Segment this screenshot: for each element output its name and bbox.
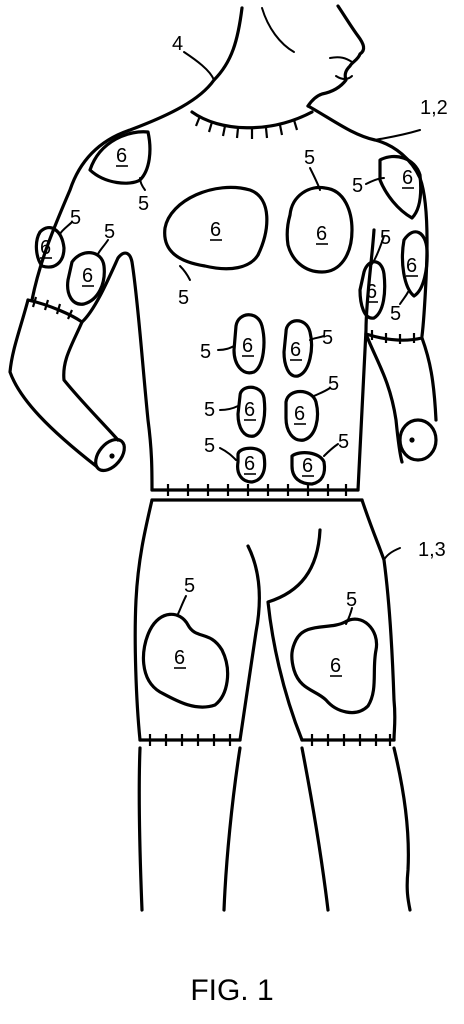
label-region: 5 xyxy=(352,175,363,197)
pad-label-underlines xyxy=(40,165,418,677)
label-region: 5 xyxy=(178,287,189,309)
label-pad: 6 xyxy=(116,145,127,167)
label-region: 5 xyxy=(70,207,81,229)
pad-abs-2-right xyxy=(284,389,320,442)
reference-labels: 4 1,2 1,3 5 5 5 5 5 5 5 5 5 5 5 5 5 5 5 … xyxy=(40,33,448,677)
label-pad: 6 xyxy=(242,335,253,357)
label-region: 5 xyxy=(338,431,349,453)
label-pad: 6 xyxy=(244,453,255,475)
label-pad: 6 xyxy=(294,403,305,425)
figure-caption: FIG. 1 xyxy=(190,974,273,1007)
pad-thigh-left xyxy=(141,612,230,709)
label-pad: 6 xyxy=(302,455,313,477)
label-pad: 6 xyxy=(40,237,51,259)
label-region: 5 xyxy=(200,341,211,363)
pad-elbow-left xyxy=(66,251,106,306)
label-region: 5 xyxy=(138,193,149,215)
label-region: 5 xyxy=(204,435,215,457)
label-region: 5 xyxy=(322,327,333,349)
pad-abs-1-left xyxy=(232,313,266,375)
pad-abs-1-right xyxy=(282,319,314,378)
label-region: 5 xyxy=(304,147,315,169)
label-pad: 6 xyxy=(330,655,341,677)
right-arm xyxy=(364,332,438,464)
pad-regions xyxy=(34,130,429,715)
label-region: 5 xyxy=(184,575,195,597)
pad-arm-right xyxy=(400,230,429,298)
pad-shoulder-right xyxy=(378,154,423,220)
label-pad: 6 xyxy=(290,339,301,361)
leader-lines xyxy=(59,51,421,625)
label-region: 5 xyxy=(346,589,357,611)
pad-abs-3-left xyxy=(236,446,267,484)
label-pad: 6 xyxy=(402,167,413,189)
label-pad: 6 xyxy=(406,255,417,277)
pad-arm-left xyxy=(34,226,66,269)
pad-shoulder-left xyxy=(88,130,152,185)
leg-hem-ticks xyxy=(148,734,392,746)
label-region: 5 xyxy=(390,303,401,325)
label-region: 5 xyxy=(380,227,391,249)
label-pad: 6 xyxy=(82,265,93,287)
head-outline xyxy=(212,4,366,108)
label-pad: 6 xyxy=(316,223,327,245)
pad-elbow-right xyxy=(358,260,387,320)
label-upper-garment: 1,2 xyxy=(420,97,448,119)
pad-chest-right xyxy=(285,185,354,274)
lower-garment xyxy=(133,498,412,912)
label-pad: 6 xyxy=(244,399,255,421)
label-lower-garment: 1,3 xyxy=(418,539,446,561)
label-pad: 6 xyxy=(210,219,221,241)
label-pad: 6 xyxy=(174,647,185,669)
pad-abs-3-right xyxy=(290,451,327,486)
pad-chest-left xyxy=(163,185,269,271)
collar-ticks xyxy=(194,115,299,139)
label-region: 5 xyxy=(328,373,339,395)
label-pad: 6 xyxy=(366,281,377,303)
label-neck: 4 xyxy=(172,33,183,55)
pad-abs-2-left xyxy=(236,385,267,438)
label-region: 5 xyxy=(104,221,115,243)
label-region: 5 xyxy=(204,399,215,421)
seam-ticks xyxy=(31,296,416,496)
left-arm xyxy=(8,298,126,473)
pad-thigh-right xyxy=(290,617,379,715)
